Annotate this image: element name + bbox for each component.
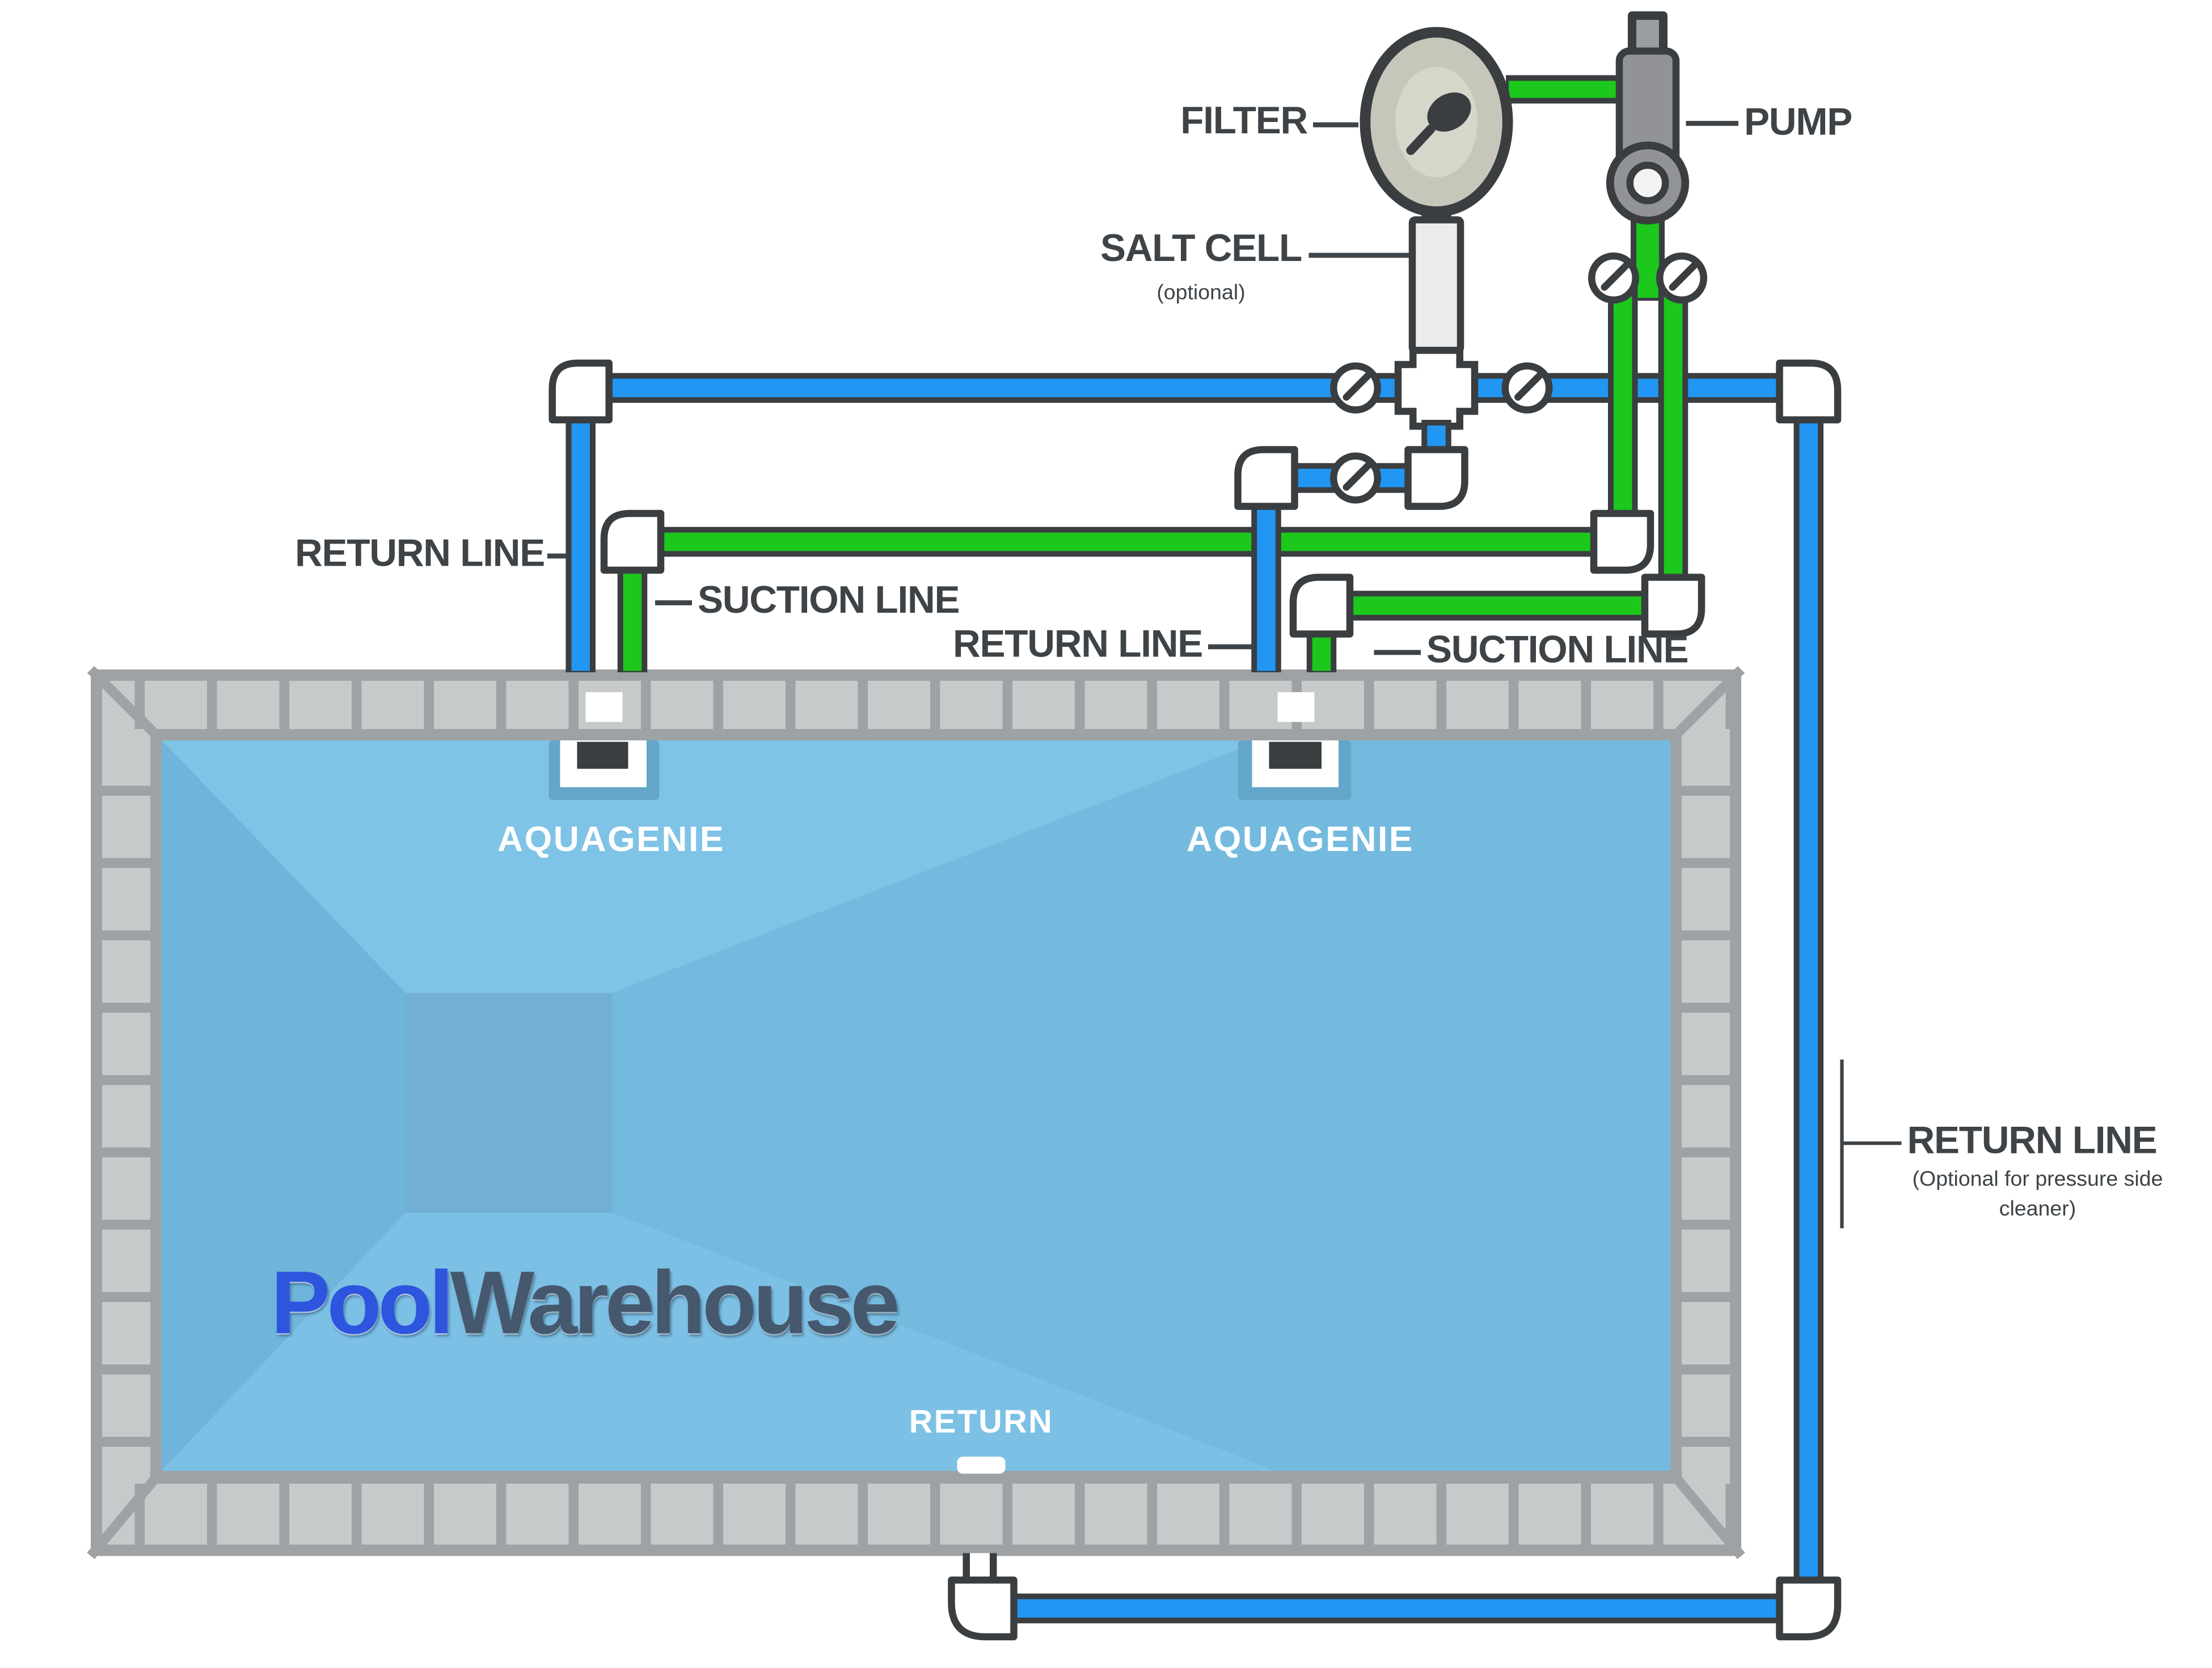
coping-cutout-left — [585, 692, 623, 722]
bracket-return-right — [1840, 1059, 1902, 1228]
elbow-bottom-left — [948, 1576, 1018, 1641]
skimmer-right — [1238, 692, 1352, 800]
valve-pump-left — [1588, 252, 1639, 304]
elbow-suction2-right — [1641, 574, 1706, 638]
gauge-needle-icon — [1427, 92, 1471, 132]
salt-cell-note: (optional) — [1156, 281, 1246, 305]
elbow-suction1-left — [600, 509, 665, 574]
elbow-return2-left — [1234, 446, 1298, 510]
suction-line-left-label: SUCTION LINE — [698, 579, 960, 621]
elbow-manifold-left — [548, 359, 613, 424]
return-line-right-block: RETURN LINE (Optional for pressure side … — [1907, 1119, 2174, 1224]
leader-lines — [547, 121, 1738, 655]
pool-warehouse-logo: PoolWarehouse — [271, 1259, 900, 1349]
salt-cell-label: SALT CELL — [1100, 227, 1302, 269]
bottom-return-label: RETURN — [909, 1402, 1054, 1440]
logo-part-pool: Pool — [271, 1254, 454, 1353]
elbow-under-cross — [1404, 446, 1468, 510]
pump-label: PUMP — [1744, 100, 1852, 144]
return-line-middle-label: RETURN LINE — [953, 622, 1203, 665]
return-line-right-note: (Optional for pressure side cleaner) — [1912, 1168, 2163, 1222]
elbow-bottom-right — [1776, 1576, 1842, 1641]
pipes-green-suction — [600, 75, 1706, 672]
pump — [1606, 11, 1690, 225]
skimmer-left — [548, 692, 660, 800]
valve-pump-right — [1656, 252, 1707, 304]
return-outlet-fitting — [957, 1456, 1006, 1474]
skimmer-right-label: AQUAGENIE — [1186, 820, 1415, 860]
deep-end-hopper — [406, 993, 613, 1213]
elbow-suction1-right — [1590, 509, 1654, 574]
filter-gauge — [1360, 27, 1513, 217]
coping-corner-miters — [87, 665, 1745, 1560]
valves-under-pump — [1588, 252, 1707, 304]
elbow-suction2-left — [1289, 574, 1354, 638]
valve-manifold-left — [1330, 362, 1381, 414]
suction-line-right-label: SUCTION LINE — [1426, 628, 1689, 671]
return-line-left-label: RETURN LINE — [295, 532, 545, 575]
skimmer-slot-right — [1269, 742, 1322, 769]
logo-part-warehouse: Warehouse — [450, 1254, 900, 1353]
filter-label: FILTER — [1180, 99, 1308, 142]
pool-water — [162, 740, 1670, 1471]
pump-port-icon — [1626, 162, 1669, 204]
valve-return2 — [1330, 452, 1381, 504]
pipes-blue-return2 — [1234, 420, 1468, 672]
salt-cell — [1408, 216, 1464, 354]
elbow-manifold-right — [1776, 359, 1842, 424]
cross-fitting — [1394, 346, 1479, 430]
skimmer-slot-left — [577, 742, 628, 769]
skimmer-left-label: AQUAGENIE — [497, 820, 725, 860]
valve-manifold-right — [1501, 362, 1553, 414]
coping-cutout-right — [1277, 692, 1315, 722]
return-line-right-label: RETURN LINE — [1907, 1119, 2158, 1162]
